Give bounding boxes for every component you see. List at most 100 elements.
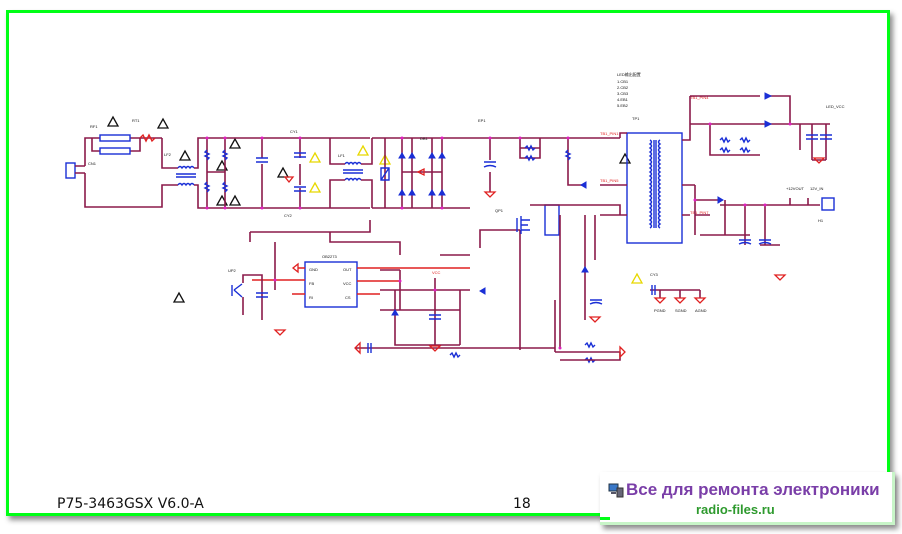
input-wire-bottom <box>84 173 178 208</box>
fuse-resistor: RF1 <box>90 124 131 155</box>
wire <box>329 137 470 209</box>
svg-text:PGND: PGND <box>654 308 666 313</box>
ground-symbol <box>428 345 442 352</box>
wire <box>650 289 701 298</box>
varistor <box>380 167 390 181</box>
frame-border-segment <box>600 517 610 520</box>
svg-text:RI: RI <box>309 295 313 300</box>
snubber-resistor <box>524 144 572 162</box>
ground-symbol <box>812 157 826 164</box>
model-number: P75-3463GSX V6.0-A <box>57 496 204 512</box>
y-capacitor <box>651 285 656 295</box>
svg-text:SGND: SGND <box>675 308 687 313</box>
svg-text:12V_IN: 12V_IN <box>810 186 823 191</box>
output-connector <box>821 197 835 211</box>
svg-text:LED输出配置: LED输出配置 <box>617 71 641 77</box>
ground-symbol <box>773 274 787 281</box>
connector-label: CN1 <box>88 161 97 166</box>
svg-text:TB1_PIN7: TB1_PIN7 <box>690 210 709 215</box>
ground-symbol <box>483 191 497 198</box>
ground-symbol <box>273 329 287 336</box>
wire <box>600 96 695 216</box>
zener-diode <box>391 309 399 316</box>
wire <box>394 278 461 346</box>
transformer-tp1: TP1 <box>626 116 683 244</box>
wire <box>519 138 620 186</box>
svg-text:CY2: CY2 <box>284 213 293 218</box>
svg-text:LED_VCC: LED_VCC <box>826 104 845 109</box>
bulk-capacitor <box>483 161 497 168</box>
common-mode-choke-lf1: LF1 <box>338 153 363 182</box>
y-capacitor <box>294 152 306 192</box>
led-capacitor <box>806 134 832 140</box>
svg-text:+12VOUT: +12VOUT <box>786 186 804 191</box>
ground-symbol <box>291 262 299 274</box>
svg-text:H1: H1 <box>818 218 824 223</box>
common-mode-choke-lf2: LF2 <box>164 152 196 187</box>
aux-diode <box>479 287 486 295</box>
svg-text:5.EB2: 5.EB2 <box>617 103 629 108</box>
ground-symbol <box>354 341 361 355</box>
output-capacitor <box>738 239 772 245</box>
watermark-banner[interactable]: Все для ремонта электроники radio-files.… <box>600 472 895 525</box>
svg-text:EP1: EP1 <box>478 118 486 123</box>
svg-text:CY1: CY1 <box>290 129 299 134</box>
page-number: 18 <box>513 496 531 512</box>
svg-text:CY3: CY3 <box>650 272 659 277</box>
wire <box>249 220 620 353</box>
svg-text:TB1_PIN4: TB1_PIN4 <box>690 95 709 100</box>
svg-text:CS: CS <box>345 295 351 300</box>
svg-text:FB: FB <box>309 281 314 286</box>
warning-icon-yellow <box>308 144 644 284</box>
bridge-rectifier: DB1 <box>398 136 446 208</box>
x-capacitor <box>256 157 268 163</box>
capacitor <box>429 314 441 320</box>
schottky-diode <box>717 196 724 204</box>
ground-symbol <box>619 345 626 359</box>
svg-text:2.CB2: 2.CB2 <box>617 85 629 90</box>
optocoupler-up2: UP2 <box>228 268 268 320</box>
watermark-url[interactable]: radio-files.ru <box>696 502 775 517</box>
wire <box>252 267 470 295</box>
svg-text:AGND: AGND <box>695 308 707 313</box>
capacitor <box>367 343 372 353</box>
wire <box>530 204 621 348</box>
capacitor <box>589 299 603 305</box>
wire <box>694 185 820 246</box>
svg-text:4.EB1: 4.EB1 <box>617 97 629 102</box>
svg-text:TP1: TP1 <box>632 116 640 121</box>
svg-text:TB1_PIN5: TB1_PIN5 <box>600 178 619 183</box>
junction-dots <box>260 122 792 350</box>
resistor <box>203 149 229 193</box>
svg-text:RF1: RF1 <box>90 124 98 129</box>
svg-text:GND: GND <box>309 267 318 272</box>
svg-text:OUT: OUT <box>343 267 352 272</box>
svg-text:DB1: DB1 <box>420 136 429 141</box>
led-config-table: LED输出配置 1.CB1 2.CB2 3.CB3 4.EB1 5.EB2 <box>617 71 641 108</box>
pwm-controller-ic <box>304 261 358 308</box>
svg-text:VCC: VCC <box>432 270 441 275</box>
input-wire-top <box>84 137 178 169</box>
page-frame <box>6 10 890 516</box>
svg-text:LF2: LF2 <box>164 152 172 157</box>
input-connector: CN1 <box>65 161 97 179</box>
svg-text:3.CB3: 3.CB3 <box>617 91 629 96</box>
ground-symbol <box>283 176 295 184</box>
wire <box>194 137 260 209</box>
diode <box>581 266 589 273</box>
svg-text:OB2273: OB2273 <box>322 254 337 259</box>
ntc-thermistor <box>139 133 156 143</box>
svg-text:TB1_PIN1: TB1_PIN1 <box>600 131 619 136</box>
svg-text:VCC: VCC <box>343 281 352 286</box>
svg-text:1.CB1: 1.CB1 <box>617 79 629 84</box>
snubber-diode <box>580 181 587 189</box>
led-resistor <box>719 136 751 154</box>
ground-symbol <box>653 297 707 304</box>
warning-icon <box>106 115 632 303</box>
watermark-title: Все для ремонта электроники <box>626 480 880 499</box>
svg-text:QP1: QP1 <box>495 208 504 213</box>
output-diode <box>764 92 773 128</box>
svg-text:UP2: UP2 <box>228 268 237 273</box>
svg-text:RT1: RT1 <box>132 118 140 123</box>
